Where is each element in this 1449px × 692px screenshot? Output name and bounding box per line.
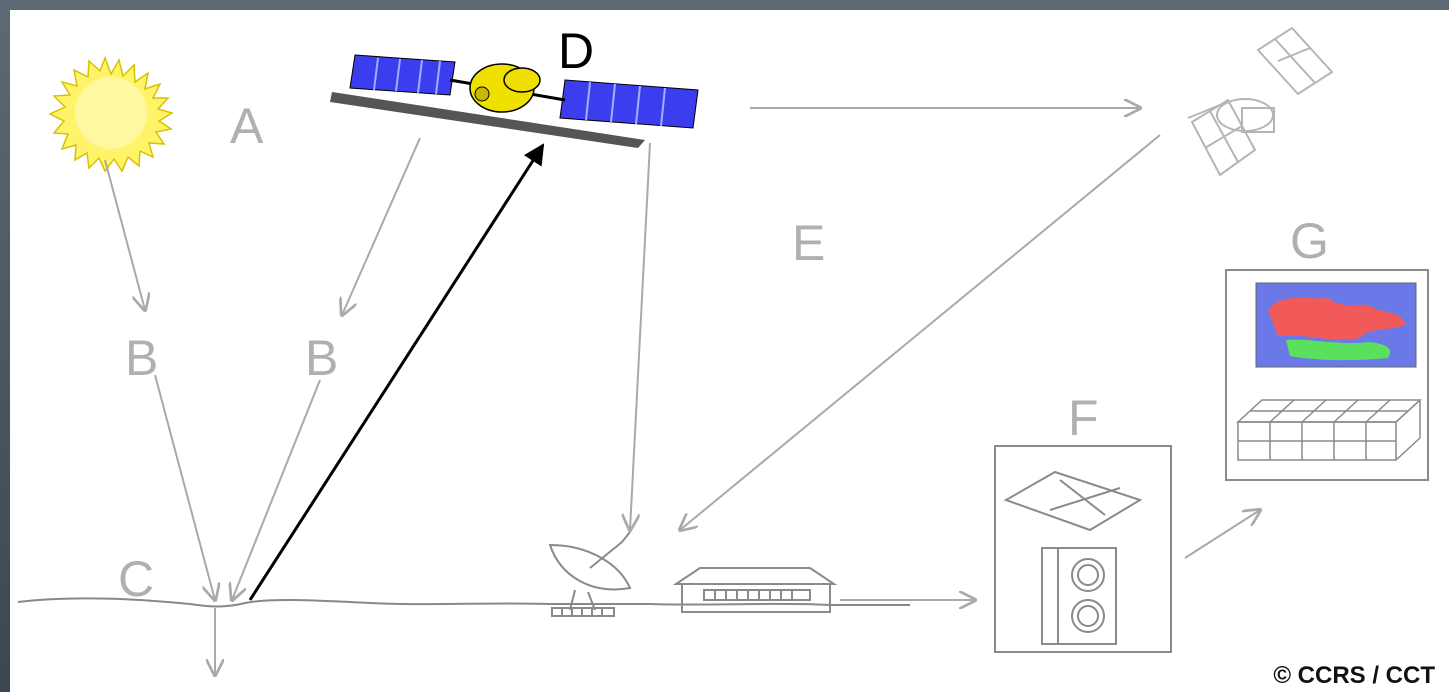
receiving-dish-icon bbox=[548, 531, 632, 617]
sun-icon bbox=[48, 55, 174, 173]
remote-sensing-diagram: A B B C D E F G © CCRS / CCT bbox=[10, 10, 1449, 692]
label-e: E bbox=[792, 215, 825, 271]
copyright-notice: © CCRS / CCT bbox=[1273, 662, 1435, 689]
satellite-downlink-arrow bbox=[630, 142, 651, 530]
label-g: G bbox=[1290, 213, 1329, 269]
atmosphere-to-ground-arrow bbox=[154, 374, 215, 600]
satellite-to-atmosphere-arrow bbox=[342, 137, 421, 315]
relay-downlink-arrow bbox=[680, 134, 1161, 530]
processing-box-f bbox=[994, 445, 1172, 653]
relay-satellite-icon bbox=[1187, 26, 1334, 177]
label-b-left: B bbox=[125, 330, 158, 386]
processing-to-application-arrow bbox=[1184, 510, 1260, 559]
sun-to-atmosphere-arrow bbox=[104, 159, 145, 310]
label-a: A bbox=[230, 98, 264, 154]
label-d: D bbox=[558, 23, 594, 79]
satellite-d-icon bbox=[330, 54, 699, 148]
ground-station-icon bbox=[672, 567, 838, 613]
reflected-energy-arrow bbox=[248, 143, 545, 601]
label-c: C bbox=[118, 551, 154, 607]
label-f: F bbox=[1068, 390, 1099, 446]
diagram-canvas: A B B C D E F G © CCRS / CCT bbox=[17, 23, 1435, 689]
application-box-g bbox=[1225, 269, 1429, 481]
ground-line bbox=[17, 597, 910, 608]
label-b-right: B bbox=[305, 330, 338, 386]
atmosphere-to-ground-arrow-2 bbox=[232, 379, 321, 600]
